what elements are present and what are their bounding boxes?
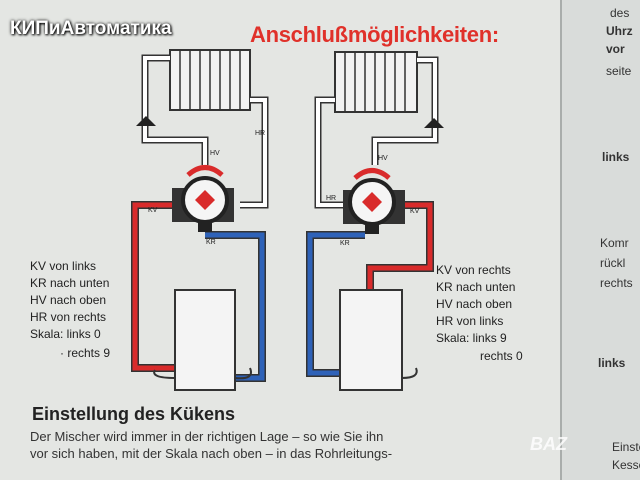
left-boiler bbox=[174, 289, 236, 391]
right-radiator bbox=[334, 51, 418, 113]
left-label-1: KR nach unten bbox=[30, 276, 110, 290]
right-page-line-7: rechts bbox=[600, 276, 633, 290]
adjacent-page: des Uhrz vor seite links Komr rückl rech… bbox=[560, 0, 640, 480]
left-tag-kv: KV bbox=[148, 207, 158, 214]
right-tag-hr: HR bbox=[326, 195, 336, 202]
right-diagram bbox=[306, 51, 444, 391]
right-label-0: KV von rechts bbox=[436, 263, 511, 277]
page-heading: Anschlußmöglichkeiten: bbox=[250, 22, 499, 47]
right-tag-kr: KR bbox=[340, 240, 350, 247]
right-label-3: HR von links bbox=[436, 314, 504, 328]
right-page-line-6: rückl bbox=[600, 256, 626, 270]
left-tag-kr: KR bbox=[206, 239, 216, 246]
right-page-line-5: Komr bbox=[600, 236, 629, 250]
manual-page: КИПиАвтоматика Anschlußmöglichkeiten: bbox=[0, 0, 560, 480]
right-pump-icon bbox=[424, 118, 444, 128]
body-line-2: vor sich haben, mit der Skala nach oben … bbox=[30, 446, 393, 461]
left-pipe-hr bbox=[240, 96, 269, 209]
left-tag-hr: HR bbox=[255, 130, 265, 137]
right-boiler bbox=[339, 289, 403, 391]
right-page-line-2: vor bbox=[606, 42, 625, 56]
right-page-line-10: Kesse bbox=[612, 458, 640, 472]
left-tag-hv: HV bbox=[210, 150, 220, 157]
right-page-line-8: links bbox=[598, 356, 626, 370]
body-text: Der Mischer wird immer in der richtigen … bbox=[30, 428, 550, 462]
connection-diagrams: KV KR HV HR KV KR HV HR bbox=[131, 49, 444, 391]
left-label-4: Skala: links 0 bbox=[30, 327, 101, 341]
right-label-5: rechts 0 bbox=[480, 349, 523, 363]
right-label-4: Skala: links 9 bbox=[436, 331, 507, 345]
right-tag-kv: KV bbox=[410, 208, 420, 215]
right-label-1: KR nach unten bbox=[436, 280, 516, 294]
left-label-2: HV nach oben bbox=[30, 293, 107, 307]
left-diagram bbox=[131, 49, 269, 391]
section-title: Einstellung des Kükens bbox=[32, 404, 236, 424]
left-pump-icon bbox=[136, 116, 156, 126]
left-label-0: KV von links bbox=[30, 259, 97, 273]
corner-watermark: BAZ bbox=[530, 434, 567, 454]
right-page-line-4: links bbox=[602, 150, 630, 164]
right-label-2: HV nach oben bbox=[436, 297, 513, 311]
right-pipe-hr bbox=[314, 96, 345, 209]
watermark-text: КИПиАвтоматика bbox=[10, 18, 172, 39]
right-page-line-1: Uhrz bbox=[606, 24, 633, 38]
left-label-3: HR von rechts bbox=[30, 310, 107, 324]
left-pipe-kv bbox=[131, 201, 175, 372]
right-page-line-9: Einste bbox=[612, 440, 640, 454]
right-page-line-0: des bbox=[610, 6, 630, 20]
left-label-5: · rechts 9 bbox=[60, 346, 111, 360]
right-tag-hv: HV bbox=[378, 155, 388, 162]
body-line-1: Der Mischer wird immer in der richtigen … bbox=[30, 429, 384, 444]
right-page-line-3: seite bbox=[606, 64, 632, 78]
